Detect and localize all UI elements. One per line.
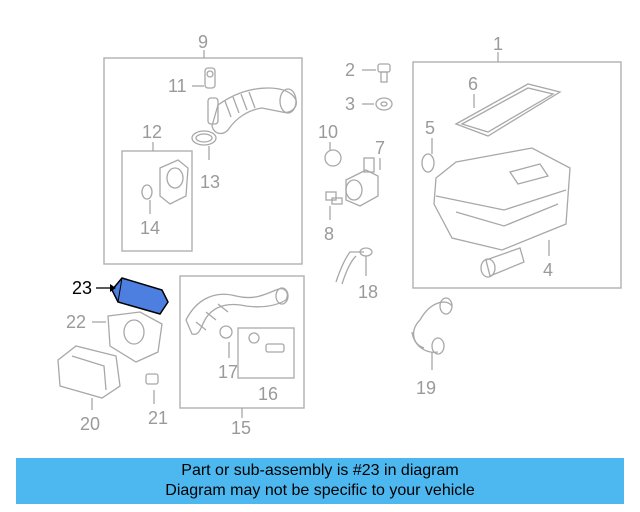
part-11-sensor: [192, 67, 216, 89]
label-3: 3: [345, 94, 355, 114]
part-15-duct: [185, 287, 289, 335]
part-23-highlighted: [96, 277, 169, 315]
label-10: 10: [318, 122, 338, 142]
group-box-9: [103, 57, 303, 265]
label-7: 7: [375, 138, 385, 158]
banner-line-2: Diagram may not be specific to your vehi…: [165, 482, 475, 499]
label-6: 6: [468, 74, 478, 94]
label-13: 13: [200, 172, 220, 192]
part-21-bolt: [145, 373, 159, 404]
part-20-shield: [57, 345, 121, 410]
label-2: 2: [345, 60, 355, 80]
label-11: 11: [168, 76, 187, 96]
group-box-16: [237, 327, 295, 379]
part-19-hose: [411, 297, 453, 370]
label-12: 12: [142, 122, 162, 142]
part-17-clip: [219, 325, 233, 358]
part-3-grommet: [362, 97, 393, 111]
part-13-ring: [191, 130, 217, 160]
part-16-bolts: [248, 332, 285, 353]
label-14: 14: [140, 218, 160, 238]
label-1: 1: [493, 34, 503, 54]
label-19: 19: [416, 378, 436, 398]
label-8: 8: [324, 224, 334, 244]
part-5-seal: [421, 138, 435, 173]
info-banner: Part or sub-assembly is #23 in diagram D…: [16, 458, 624, 504]
group-box-1: [412, 61, 622, 289]
part-10-clamp: [324, 142, 342, 167]
label-5: 5: [425, 118, 435, 138]
label-20: 20: [80, 414, 100, 434]
part-4-air-box: [433, 147, 571, 278]
part-18-hose: [335, 247, 373, 285]
banner-line-1: Part or sub-assembly is #23 in diagram: [181, 462, 459, 479]
part-8-bolt: [325, 191, 343, 220]
label-4: 4: [543, 260, 553, 280]
label-22: 22: [66, 312, 86, 332]
part-12-assembly: [141, 159, 189, 214]
part-7-maf-sensor: [345, 157, 381, 207]
label-17: 17: [218, 362, 238, 382]
group-box-12: [121, 150, 193, 252]
label-9: 9: [198, 32, 208, 52]
label-18: 18: [358, 282, 378, 302]
label-16: 16: [258, 384, 278, 404]
part-2-bolt: [362, 63, 391, 83]
label-15: 15: [231, 418, 251, 438]
part-6-filter: [454, 83, 562, 137]
label-23: 23: [72, 278, 92, 298]
parts-diagram: 1 2 3 4 5 6 7 8 9 10 11 12 13 14 15 16 1…: [57, 32, 622, 438]
part-9-intake-duct: [207, 87, 297, 135]
part-22-bracket: [92, 311, 163, 363]
group-box-15: [179, 275, 305, 409]
label-21: 21: [148, 408, 168, 428]
